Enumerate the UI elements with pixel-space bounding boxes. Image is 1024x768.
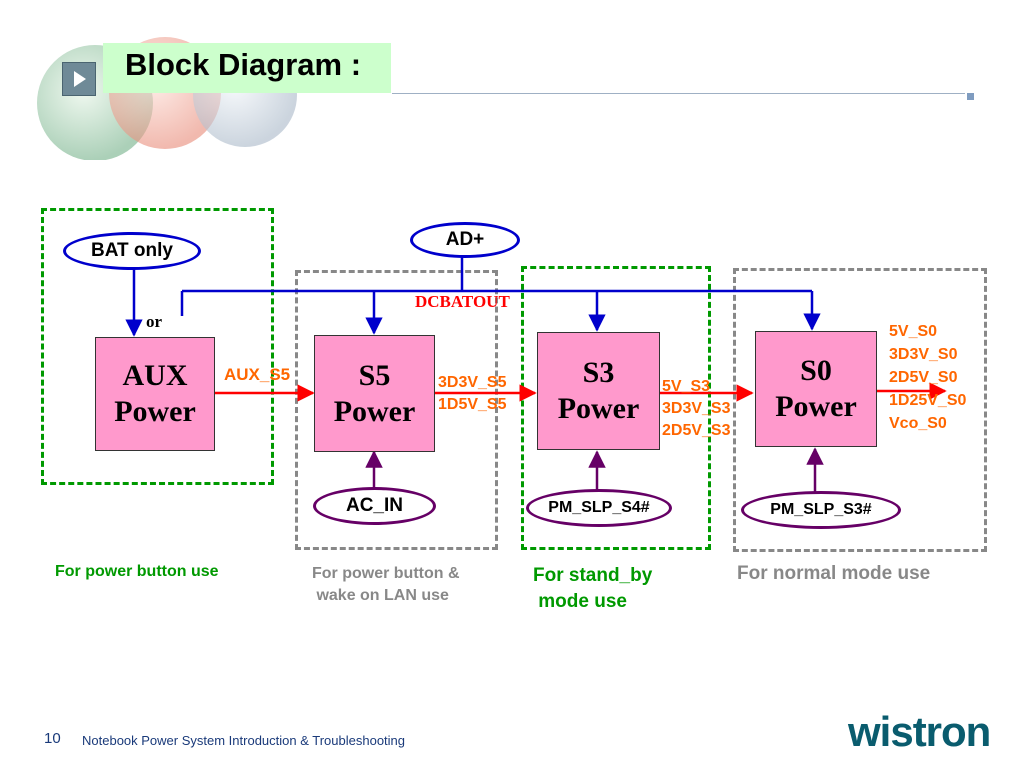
s5-output-label: 3D3V_S5 1D5V_S5 — [438, 374, 507, 413]
aux-zone — [41, 208, 274, 485]
s3-usage-note: For stand_by mode use — [533, 565, 653, 612]
footer-text: Notebook Power System Introduction & Tro… — [82, 733, 406, 748]
bat-only-oval: BAT only — [63, 232, 201, 270]
page-number: 10 — [44, 730, 61, 747]
pm-slp-s3-oval: PM_SLP_S3# — [741, 491, 901, 529]
title-background — [103, 43, 391, 93]
dcbatout-bus — [125, 257, 821, 337]
or-label: or — [146, 312, 163, 331]
s5-power-block: S5 Power — [314, 335, 435, 452]
aux-power-block: AUX Power — [95, 337, 215, 451]
ad-plus-oval: AD+ — [410, 222, 520, 258]
s0-power-block: S0 Power — [755, 331, 877, 447]
power-chain — [215, 382, 947, 402]
title-rule — [392, 93, 965, 94]
ac-in-oval: AC_IN — [313, 487, 436, 525]
s3-output-label: 5V_S3 3D3V_S3 2D5V_S3 — [662, 378, 731, 439]
s0-zone — [733, 268, 987, 552]
control-signals — [365, 447, 824, 494]
aux-output-label: AUX_S5 — [224, 365, 291, 384]
aux-usage-note: For power button use — [55, 563, 219, 580]
play-icon[interactable] — [62, 62, 96, 96]
dcbatout-label: DCBATOUT — [415, 292, 510, 311]
s5-zone — [295, 270, 498, 550]
title-rule-end — [967, 93, 974, 100]
wistron-logo: wistron — [848, 708, 991, 755]
slide-title: Block Diagram : — [125, 47, 362, 82]
s5-usage-note: For power button & wake on LAN use — [312, 565, 460, 604]
pm-slp-s4-oval: PM_SLP_S4# — [526, 489, 672, 527]
s0-output-label: 5V_S0 3D3V_S0 2D5V_S0 1D25V_S0 Vco_S0 — [889, 323, 967, 432]
s3-power-block: S3 Power — [537, 332, 660, 450]
s0-usage-note: For normal mode use — [737, 563, 931, 584]
s3-zone — [521, 266, 711, 550]
